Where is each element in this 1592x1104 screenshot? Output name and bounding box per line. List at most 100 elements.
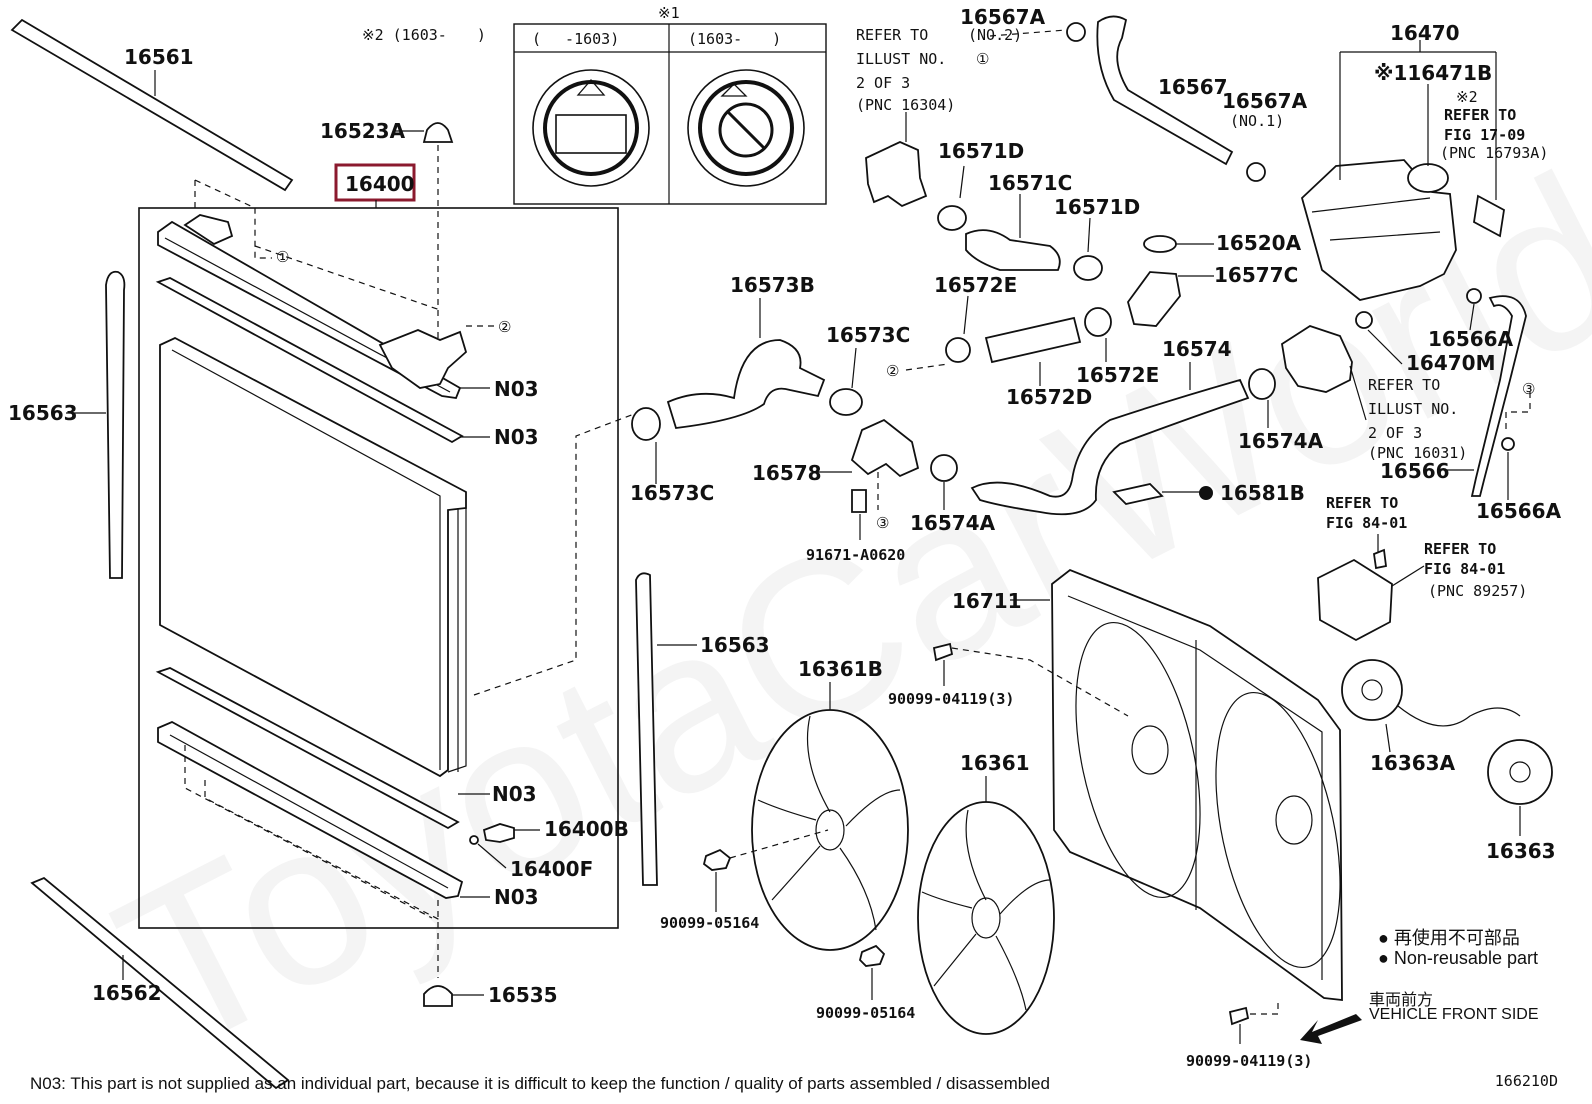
- label-16523A: 16523A: [320, 119, 406, 143]
- motor-16363: [1487, 739, 1553, 805]
- hose-16571C: [965, 229, 1061, 271]
- label-N03-a: N03: [494, 377, 539, 401]
- legend-dot-icon: ●: [1378, 928, 1389, 948]
- vehicle-front-arrow: [1300, 1014, 1362, 1044]
- tee-16578: [850, 418, 920, 478]
- legend-text-ja: 再使用不可部品: [1393, 928, 1520, 948]
- ref-mark-1: ①: [276, 248, 289, 266]
- grommet-16470M: [1355, 311, 1373, 329]
- label-16578: 16578: [752, 461, 822, 485]
- ref-fig17-line1: ※2: [1456, 88, 1478, 106]
- legend-text-en: Non-reusable part: [1393, 948, 1538, 968]
- controller-bolt: [1373, 548, 1387, 570]
- clamp-16573C-b: [631, 407, 661, 441]
- label-16574A-b: 16574A: [1238, 429, 1324, 453]
- label-16471B: ※116471B: [1374, 61, 1492, 85]
- label-16400B: 16400B: [544, 817, 629, 841]
- ref-16031-line1: REFER TO: [1368, 376, 1440, 394]
- inset-header-right: (1603- ): [688, 30, 781, 48]
- label-90099-04119-a: 90099-04119(3): [888, 690, 1014, 708]
- clamp-16574A-b: [1248, 368, 1276, 400]
- ref-16304-line1: REFER TO: [856, 26, 928, 44]
- front-label-en: VEHICLE FRONT SIDE: [1369, 1006, 1539, 1023]
- pipe-16577C: [1127, 271, 1181, 327]
- label-16577C: 16577C: [1214, 263, 1298, 287]
- label-16572E-a: 16572E: [934, 273, 1017, 297]
- cap-label-inset: [513, 23, 827, 205]
- label-16361: 16361: [960, 751, 1030, 775]
- label-16563-left: 16563: [8, 401, 78, 425]
- clamp-16571D-a: [937, 205, 967, 231]
- ref-mark-2: ②: [498, 318, 511, 336]
- label-16400F: 16400F: [510, 857, 593, 881]
- support-bar-16561: [10, 18, 294, 192]
- reservoir-cap-16471B: [1407, 163, 1449, 193]
- ref-16304-line3: 2 OF 3: [856, 74, 910, 92]
- label-16470M: 16470M: [1406, 351, 1495, 375]
- label-90099-04119-b: 90099-04119(3): [1186, 1052, 1312, 1070]
- label-16571D-b: 16571D: [1054, 195, 1140, 219]
- nut-90099-05164-a: [702, 848, 732, 871]
- ref-mark-1b: ①: [976, 50, 989, 68]
- ref-mark-3b: ③: [1522, 380, 1535, 398]
- ref-16031-line3: 2 OF 3: [1368, 424, 1422, 442]
- ref-16031-line2: ILLUST NO.: [1368, 400, 1458, 418]
- ref-fig17-line4: (PNC 16793A): [1440, 144, 1548, 162]
- clamp-16573C-a: [829, 388, 863, 416]
- ref-fig17-line3: FIG 17-09: [1444, 126, 1525, 144]
- ref-fig84b-line3: (PNC 89257): [1428, 582, 1527, 600]
- oring-16400F: [469, 835, 479, 845]
- support-bar-16562: [30, 876, 290, 1090]
- lower-gasket: [155, 667, 460, 830]
- hose-16567: [1096, 15, 1234, 166]
- label-90099-05164-a: 90099-05164: [660, 914, 759, 932]
- inset-header-left: ( -1603): [532, 30, 619, 48]
- radiator-highlight-box: [334, 163, 416, 202]
- label-16574: 16574: [1162, 337, 1232, 361]
- fan-16361: [917, 801, 1055, 1035]
- hose-16573B: [666, 339, 826, 429]
- clamp-16567A-no2: [1066, 22, 1086, 42]
- label-16567A-no2: 16567A: [960, 5, 1046, 29]
- label-16361B: 16361B: [798, 657, 883, 681]
- motor-16363A: [1341, 659, 1403, 721]
- thermostat-housing: [1281, 325, 1353, 393]
- fan-group: [702, 534, 1553, 1044]
- fan-controller: [1317, 558, 1393, 642]
- label-16400: 16400: [345, 172, 415, 196]
- clamp-16572E-b: [1084, 307, 1112, 337]
- label-90099-05164-b: 90099-05164: [816, 1004, 915, 1022]
- label-N03-c: N03: [492, 782, 537, 806]
- label-16571C: 16571C: [988, 171, 1072, 195]
- label-N03-d: N03: [494, 885, 539, 909]
- water-outlet: [865, 141, 928, 208]
- nonreusable-dot-16581B: [1199, 486, 1213, 500]
- ref-16304-line2: ILLUST NO.: [856, 50, 946, 68]
- ref-fig84b-line1: REFER TO: [1424, 540, 1496, 558]
- hose-group: [631, 15, 1531, 540]
- clamp-16571D-b: [1073, 255, 1103, 281]
- label-91671: 91671-A0620: [806, 546, 905, 564]
- ref-fig17-line2: REFER TO: [1444, 106, 1516, 124]
- label-16562: 16562: [92, 981, 162, 1005]
- ref-16304-line4: (PNC 16304): [856, 96, 955, 114]
- label-plate: [1473, 194, 1505, 238]
- note-n1-mark: ※1: [658, 4, 680, 22]
- legend-nonreusable-en: ● Non-reusable part: [1378, 948, 1538, 969]
- label-16572D: 16572D: [1006, 385, 1092, 409]
- label-16566A-b: 16566A: [1476, 499, 1562, 523]
- legend-dot-icon: ●: [1378, 948, 1389, 968]
- diagram-code: 166210D: [1494, 1072, 1558, 1090]
- drain-plug-16400B: [482, 823, 515, 843]
- ref-mark-2b: ②: [886, 362, 899, 380]
- radiator-assembly-frame: [138, 207, 619, 929]
- reservoir-16470: [1300, 159, 1457, 301]
- label-16567A-no1: 16567A: [1222, 89, 1308, 113]
- ref-fig84a-line2: FIG 84-01: [1326, 514, 1407, 532]
- label-16535: 16535: [488, 983, 558, 1007]
- label-N03-b: N03: [494, 425, 539, 449]
- label-16581B: 16581B: [1220, 481, 1305, 505]
- label-16363: 16363: [1486, 839, 1556, 863]
- hose-16574: [970, 378, 1250, 516]
- clip-16566A-b: [1501, 437, 1515, 451]
